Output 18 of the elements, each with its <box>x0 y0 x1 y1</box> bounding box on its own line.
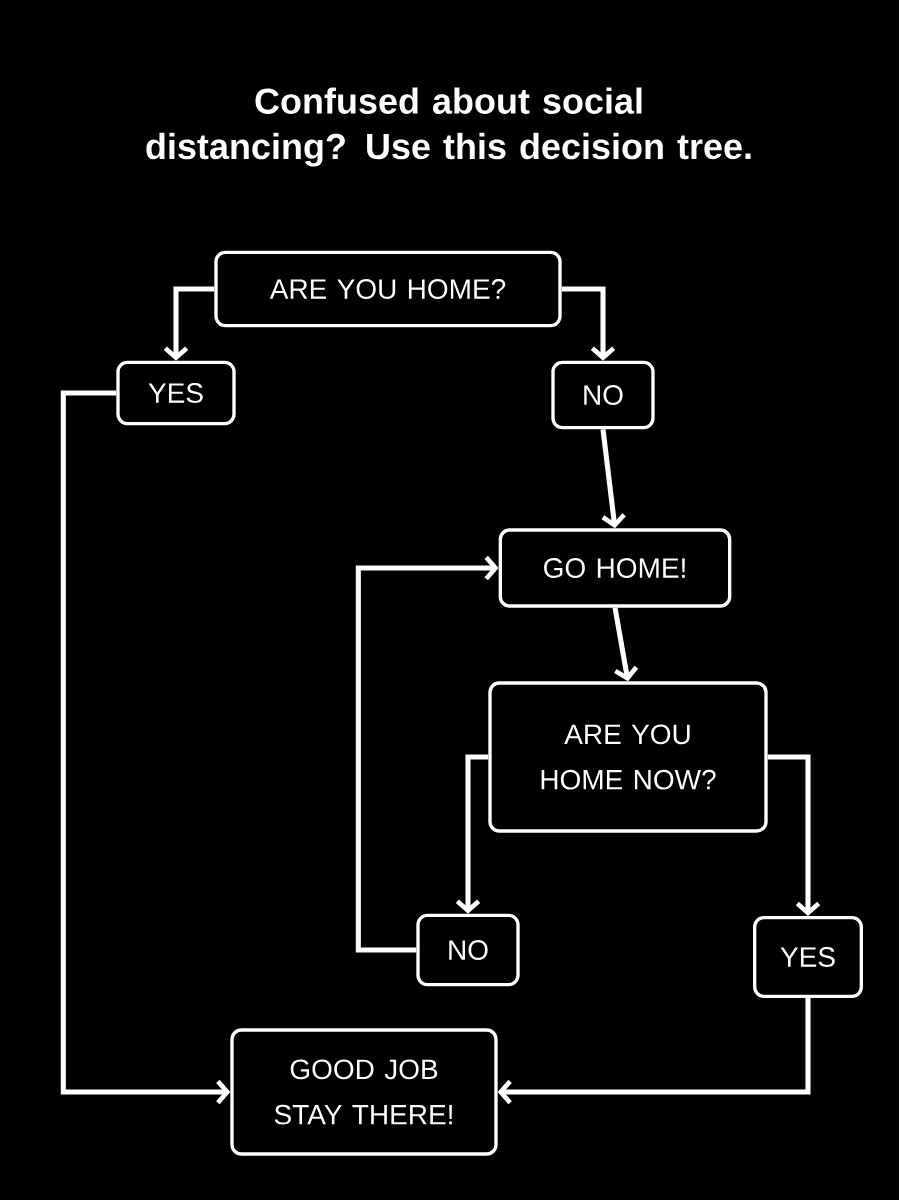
arrow <box>600 429 626 529</box>
flowchart-box: YES <box>116 360 236 426</box>
arrow <box>612 607 639 682</box>
arrow <box>561 286 616 361</box>
flowchart-box: NO <box>416 913 520 987</box>
flowchart-box: NO <box>551 360 655 430</box>
arrow <box>163 286 215 361</box>
flowchart-box: GO HOME! <box>498 528 732 608</box>
title: Confused about social distancing? Use this decision tree. <box>146 87 751 167</box>
flowchart-box: ARE YOU HOME? <box>214 250 562 328</box>
flowchart-box: GOOD JOB STAY THERE! <box>230 1028 498 1156</box>
arrow <box>455 754 489 914</box>
arrow <box>497 998 811 1105</box>
arrow <box>355 555 499 953</box>
arrow <box>767 754 821 916</box>
flowchart-box: ARE YOU HOME NOW? <box>488 681 768 833</box>
flowchart-box: YES <box>753 916 863 998</box>
arrow <box>60 390 231 1105</box>
